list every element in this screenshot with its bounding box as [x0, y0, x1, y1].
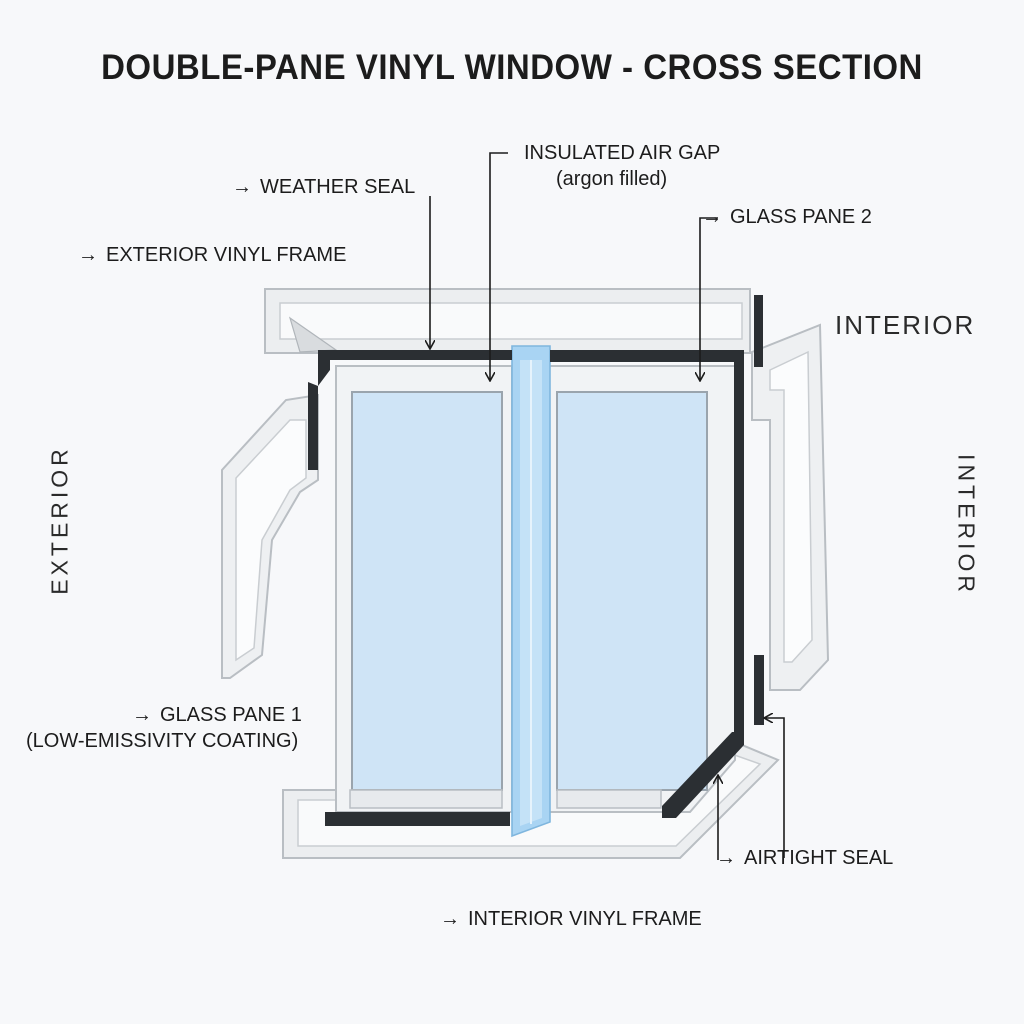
pane-1-sill	[349, 789, 503, 809]
interior-vinyl-frame-label: →INTERIOR VINYL FRAME	[440, 908, 702, 930]
glass-pane-1-note: (LOW-EMISSIVITY COATING)	[26, 730, 299, 752]
insulated-air-gap	[511, 345, 551, 838]
glass-pane-1	[351, 391, 503, 791]
weather-seal	[308, 350, 512, 470]
diagram-title: DOUBLE-PANE VINYL WINDOW - CROSS SECTION	[101, 46, 923, 87]
airtight-seal-leader	[765, 718, 785, 858]
airtight-seal	[325, 655, 764, 826]
glass-pane-2	[556, 391, 708, 791]
pane-2-sill	[556, 789, 662, 809]
insulated-air-gap-note: (argon filled)	[556, 168, 668, 190]
exterior-vinyl-frame	[221, 393, 319, 679]
glass-pane-1-label: →GLASS PANE 1	[132, 704, 302, 726]
inner-seal	[550, 295, 763, 740]
arrow-right-icon: →	[78, 244, 98, 266]
airtight-seal-label: →AIRTIGHT SEAL	[716, 847, 894, 869]
arrow-right-icon: →	[702, 206, 722, 228]
arrow-right-icon: →	[440, 908, 460, 930]
glass-pane-2-label: →GLASS PANE 2	[702, 206, 872, 228]
arrow-right-icon: →	[716, 847, 736, 869]
weather-seal-label: →WEATHER SEAL	[232, 176, 416, 198]
exterior-side-label: EXTERIOR	[46, 445, 73, 595]
leader-lines	[430, 152, 785, 860]
glass-pane-2-leader	[700, 217, 718, 380]
arrow-right-icon: →	[232, 176, 252, 198]
air-gap-leader	[490, 152, 508, 380]
exterior-vinyl-frame-label: →EXTERIOR VINYL FRAME	[78, 244, 347, 266]
arrow-right-icon: →	[132, 704, 152, 726]
interior-top-label: INTERIOR	[835, 310, 976, 340]
interior-side-label: INTERIOR	[953, 454, 980, 596]
top-vinyl-frame	[264, 288, 751, 354]
insulated-air-gap-label: INSULATED AIR GAP	[524, 142, 721, 164]
